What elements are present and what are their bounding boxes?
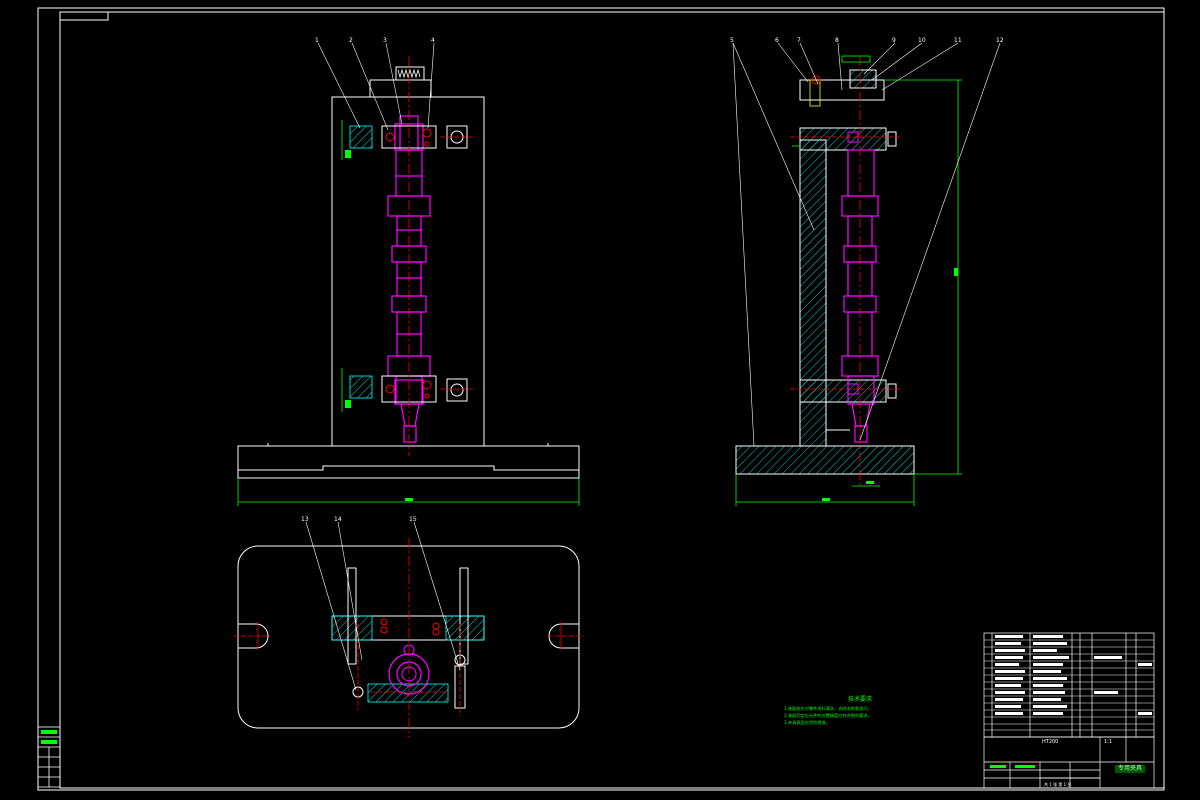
front-view: 1 2 3 4 xyxy=(237,37,580,506)
balloon-5: 5 xyxy=(730,37,734,44)
tech-requirements: 技术要求 1.装配前应对零件进行清洗，去除毛刺和油污。 2.装配后定位元件的位置… xyxy=(784,695,872,726)
balloon-3: 3 xyxy=(383,37,387,44)
tech-requirement-line-2: 2.装配后定位元件的位置精度应符合图纸要求。 xyxy=(784,712,872,719)
inner-border xyxy=(59,11,1165,789)
title-scale: 1:1 xyxy=(1104,739,1112,745)
balloon-11: 11 xyxy=(954,37,962,44)
balloon-12: 12 xyxy=(996,37,1004,44)
title-block: 专用夹具 HT200 1:1 共 1 张 第 1 张 xyxy=(983,736,1155,789)
tech-requirements-title: 技术要求 xyxy=(848,695,872,703)
balloon-4: 4 xyxy=(431,37,435,44)
parts-list xyxy=(983,632,1155,738)
balloon-7: 7 xyxy=(797,37,801,44)
tech-requirement-line-3: 3.夹具表面应涂防锈漆。 xyxy=(784,719,830,726)
balloon-8: 8 xyxy=(835,37,839,44)
front-upper-clamp xyxy=(341,120,475,160)
balloon-10: 10 xyxy=(918,37,926,44)
balloon-13: 13 xyxy=(301,516,309,523)
margin-table xyxy=(37,726,61,788)
balloon-9: 9 xyxy=(892,37,896,44)
top-view: 13 14 15 xyxy=(234,516,584,738)
balloon-1: 1 xyxy=(315,37,319,44)
side-view: 5 6 7 8 9 10 11 12 xyxy=(730,37,1004,506)
drawing-number-box xyxy=(59,11,109,21)
balloon-15: 15 xyxy=(409,516,417,523)
tech-requirement-line-1: 1.装配前应对零件进行清洗，去除毛刺和油污。 xyxy=(784,705,872,712)
title-sheet: 共 1 张 第 1 张 xyxy=(1044,781,1071,787)
balloon-14: 14 xyxy=(334,516,342,523)
front-base xyxy=(237,445,580,479)
title-drawing-name: 专用夹具 xyxy=(1118,764,1142,772)
balloon-6: 6 xyxy=(775,37,779,44)
front-lower-clamp xyxy=(341,368,475,412)
balloon-2: 2 xyxy=(349,37,353,44)
front-camshaft xyxy=(387,115,431,443)
title-material: HT200 xyxy=(1042,739,1058,745)
